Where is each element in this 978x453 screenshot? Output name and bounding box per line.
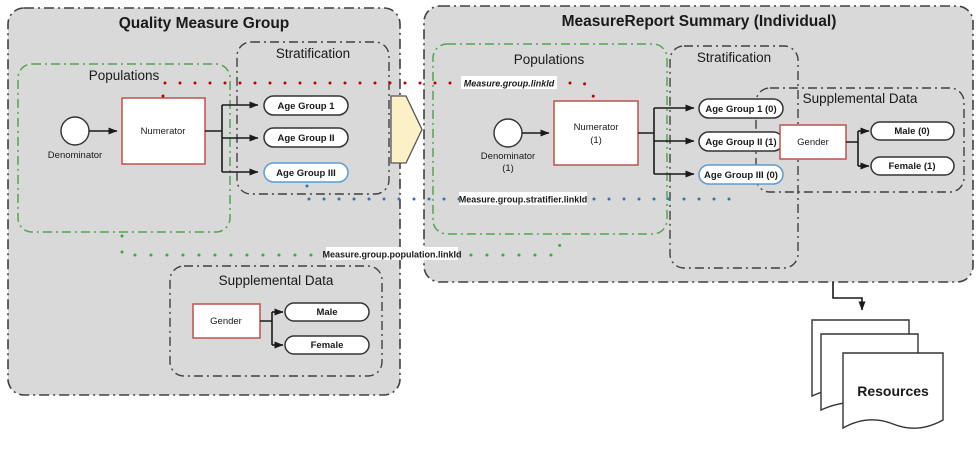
left-age-group-3-pill <box>263 162 349 183</box>
right-populations-box <box>432 43 668 235</box>
right-numerator-label: Numerator <box>574 122 619 133</box>
measure-report-summary-box <box>423 5 974 283</box>
right-age-group-1-label: Age Group 1 (0) <box>705 104 776 115</box>
green-label-bg <box>326 247 458 260</box>
left-gender-label: Gender <box>210 316 242 327</box>
report-to-resources-connector <box>832 282 866 311</box>
transform-chevron-arrow <box>390 95 423 164</box>
left-populations-label: Populations <box>89 68 160 83</box>
right-numerator-box <box>553 100 639 166</box>
right-gender-label: Gender <box>797 137 829 148</box>
left-denominator-circle <box>60 116 90 146</box>
left-female-label: Female <box>311 340 344 351</box>
left-age-group-2-label: Age Group II <box>278 133 335 144</box>
measure-group-population-linkid-dotted-line <box>120 234 564 257</box>
measure-group-linkid-label: Measure.group.linkId <box>464 79 555 89</box>
resources-label: Resources <box>857 383 929 399</box>
right-denominator-circle <box>493 118 523 148</box>
right-age-group-3-label: Age Group III (0) <box>704 170 778 181</box>
measure-report-summary-title: MeasureReport Summary (Individual) <box>562 13 837 30</box>
right-stratification-label: Stratification <box>697 50 771 65</box>
left-female-pill <box>284 335 370 355</box>
right-stratification-box <box>669 45 799 269</box>
resource-page-front <box>842 352 944 430</box>
left-age-group-1-label: Age Group 1 <box>277 101 335 112</box>
measure-group-linkid-dotted-line <box>161 81 598 102</box>
right-age-group-1-pill <box>698 98 784 119</box>
right-male-label: Male (0) <box>894 126 929 137</box>
left-populations-box <box>17 63 231 233</box>
right-supplemental-label: Supplemental Data <box>803 91 918 106</box>
right-female-label: Female (1) <box>889 161 936 172</box>
left-male-label: Male <box>316 307 337 318</box>
right-numerator-count: (1) <box>590 135 602 146</box>
left-gender-branch <box>260 312 273 345</box>
left-stratification-box <box>236 41 390 195</box>
left-age-group-3-label: Age Group III <box>276 168 336 179</box>
left-age-group-2-pill <box>263 127 349 148</box>
right-denominator-label: Denominator <box>481 151 535 162</box>
left-gender-box <box>192 303 261 339</box>
right-age-group-3-pill <box>698 164 784 185</box>
right-male-pill <box>870 121 955 141</box>
left-supplemental-label: Supplemental Data <box>219 273 334 288</box>
left-supplemental-box <box>169 265 383 377</box>
red-label-bg <box>461 76 557 89</box>
left-male-pill <box>284 302 370 322</box>
blue-label-bg <box>459 192 587 205</box>
left-denominator-label: Denominator <box>48 150 102 161</box>
quality-measure-group-title: Quality Measure Group <box>119 15 290 32</box>
right-populations-label: Populations <box>514 52 585 67</box>
right-gender-branch <box>846 131 859 166</box>
right-age-group-2-label: Age Group II (1) <box>705 137 776 148</box>
right-denominator-count: (1) <box>502 163 514 174</box>
left-numerator-box <box>121 97 206 165</box>
left-age-group-1-pill <box>263 95 349 116</box>
left-numerator-label: Numerator <box>141 126 186 137</box>
right-female-pill <box>870 156 955 176</box>
measure-group-stratifier-linkid-label: Measure.group.stratifier.linkId <box>459 195 588 205</box>
left-stratification-label: Stratification <box>276 46 350 61</box>
measure-group-population-linkid-label: Measure.group.population.linkId <box>322 250 461 260</box>
